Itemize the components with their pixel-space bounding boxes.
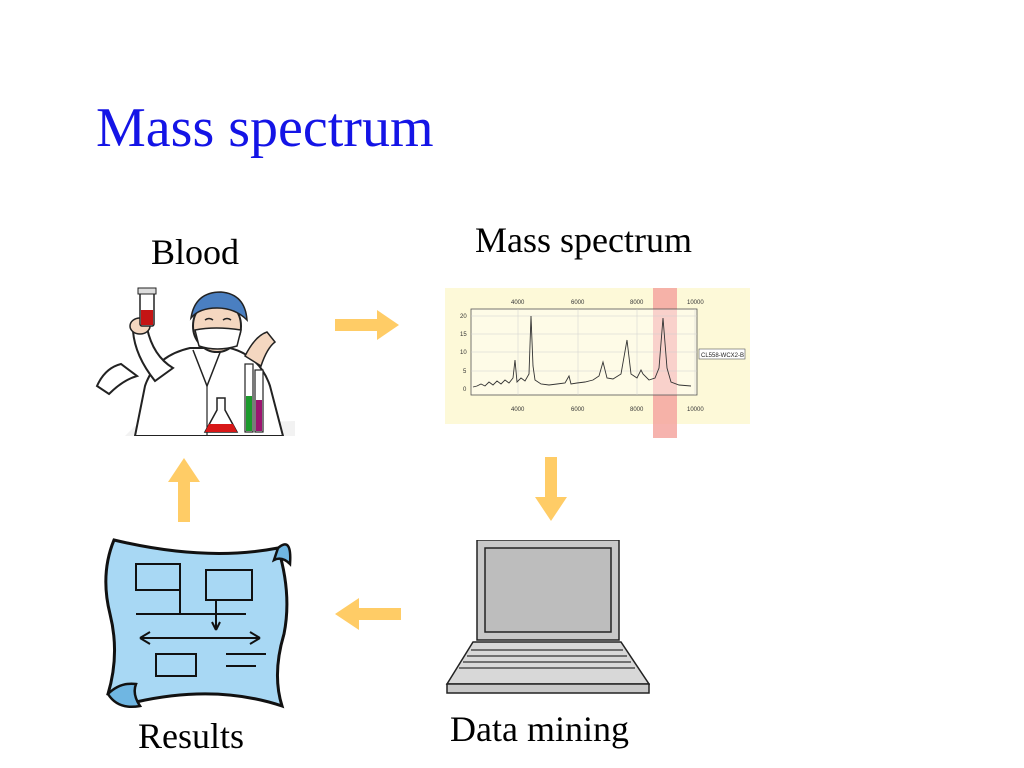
blood-label: Blood xyxy=(151,232,240,272)
arrow-up xyxy=(168,458,200,522)
data-mining-label: Data mining xyxy=(450,709,629,749)
slide-title: Mass spectrum xyxy=(96,97,434,159)
bottom-tick: 6000 xyxy=(571,407,585,413)
sample-tag xyxy=(698,348,746,360)
bottom-tick: 8000 xyxy=(630,407,644,413)
laptop-computer-icon xyxy=(445,540,650,694)
mass-spectrum-plot-icon: CL558-WCX2-B 4000 6000 8000 10000 4000 6… xyxy=(445,288,750,438)
top-tick: 4000 xyxy=(511,300,525,306)
arrow-right xyxy=(335,310,399,340)
sample-tag-text: CL558-WCX2-B xyxy=(701,353,744,359)
scientist-with-test-tube-icon xyxy=(95,287,295,436)
bottom-tick: 4000 xyxy=(511,407,525,413)
spectrum-trace xyxy=(472,315,692,388)
arrow-down xyxy=(535,457,567,521)
y-tick: 15 xyxy=(460,332,467,338)
bottom-tick: 10000 xyxy=(687,407,704,413)
top-tick: 6000 xyxy=(571,300,585,306)
y-tick: 0 xyxy=(463,387,467,393)
blueprint-scroll-icon xyxy=(104,538,292,709)
highlight-band xyxy=(653,288,677,438)
y-tick: 10 xyxy=(460,350,467,356)
mass-spectrum-label: Mass spectrum xyxy=(475,220,692,260)
y-tick: 20 xyxy=(460,314,467,320)
y-tick: 5 xyxy=(463,369,467,375)
top-tick: 10000 xyxy=(687,300,704,306)
results-label: Results xyxy=(138,716,245,756)
arrow-left xyxy=(335,598,401,630)
top-tick: 8000 xyxy=(630,300,644,306)
